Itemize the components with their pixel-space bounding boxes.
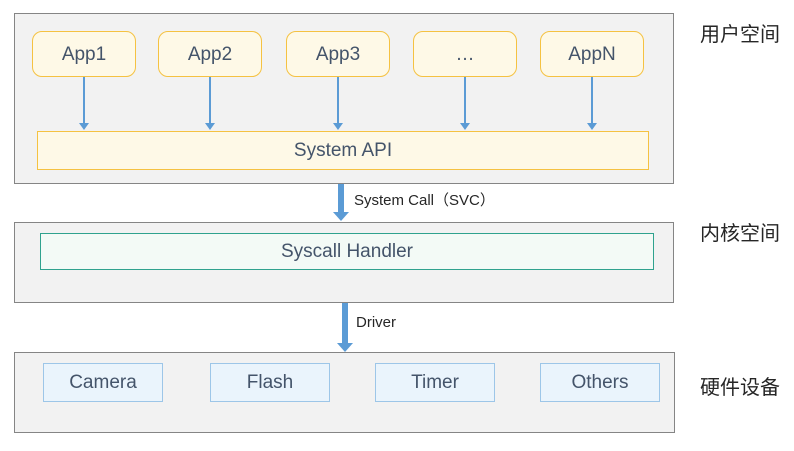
app3-box: App3 (286, 31, 390, 77)
syscall-handler-box: Syscall Handler (40, 233, 654, 270)
arrow-appn-to-api-icon (587, 77, 597, 130)
camera-box: Camera (43, 363, 163, 402)
apps-ellipsis-box: … (413, 31, 517, 77)
user-space-label: 用户空间 (700, 24, 780, 46)
arrow-app2-to-api-icon (205, 77, 215, 130)
arrow-syscall-icon (332, 184, 350, 221)
hardware-label: 硬件设备 (700, 377, 780, 399)
timer-box: Timer (375, 363, 495, 402)
system-call-label: System Call（SVC） (354, 192, 495, 209)
arrow-ellipsis-to-api-icon (460, 77, 470, 130)
arrow-app3-to-api-icon (333, 77, 343, 130)
others-box: Others (540, 363, 660, 402)
app2-box: App2 (158, 31, 262, 77)
arrow-driver-icon (336, 303, 354, 352)
kernel-space-label: 内核空间 (700, 223, 780, 245)
arrow-app1-to-api-icon (79, 77, 89, 130)
driver-label: Driver (356, 314, 396, 331)
appn-box: AppN (540, 31, 644, 77)
system-api-bar: System API (37, 131, 649, 170)
flash-box: Flash (210, 363, 330, 402)
app1-box: App1 (32, 31, 136, 77)
